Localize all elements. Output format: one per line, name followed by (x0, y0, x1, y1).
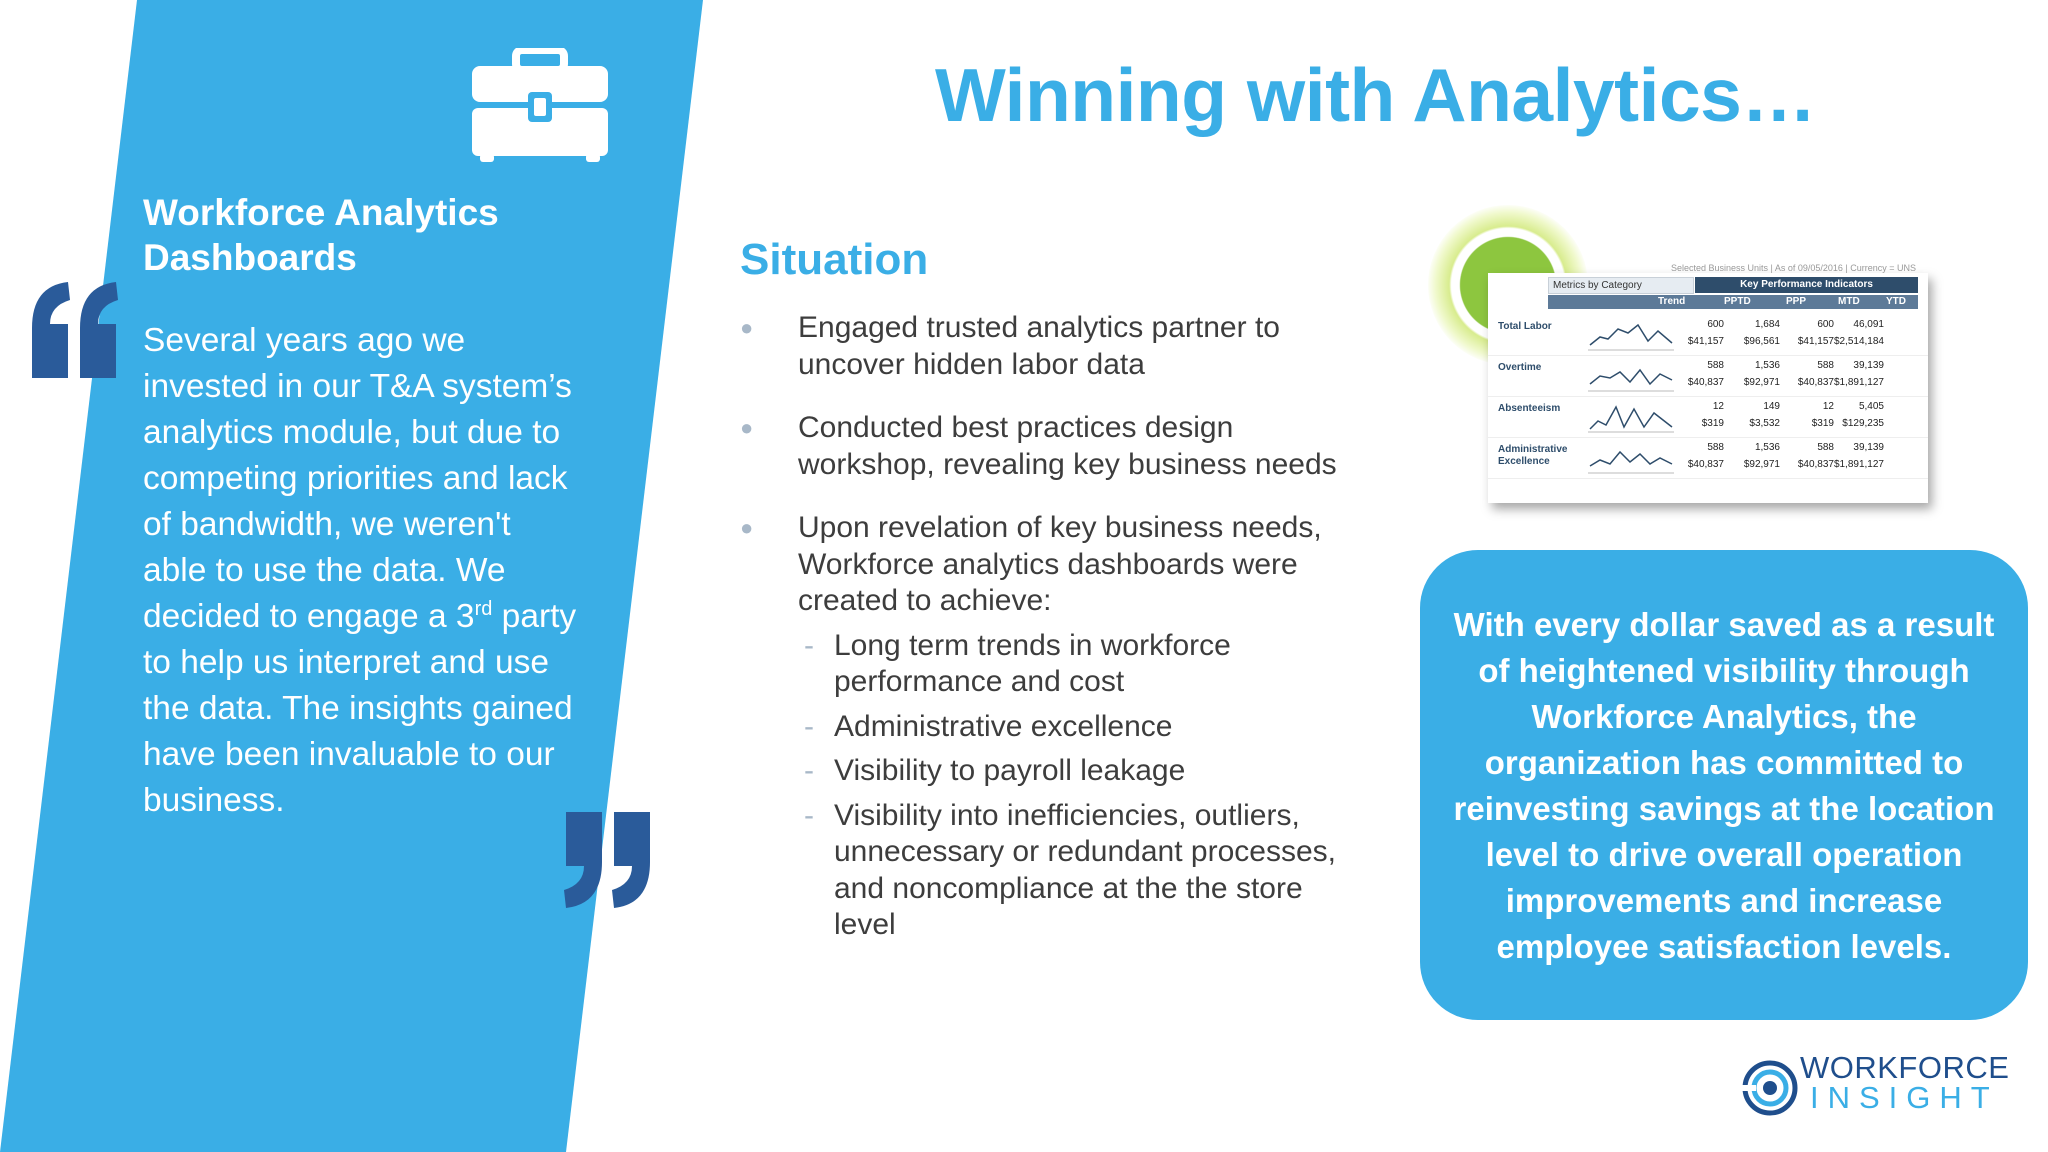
callout-text: With every dollar saved as a result of h… (1453, 606, 1995, 965)
cell-value: $40,837 (1797, 459, 1834, 470)
cell-value: $40,837 (1687, 459, 1724, 470)
cell-value: $1,891,127 (1833, 459, 1884, 470)
cell-value: 12 (1822, 401, 1834, 412)
open-quote-icon (32, 282, 118, 378)
cell-value: $41,157 (1797, 336, 1834, 347)
cell-value: 600 (1707, 319, 1724, 330)
situation-heading: Situation (740, 235, 929, 284)
list-item: ● Conducted best practices design worksho… (740, 410, 1340, 483)
cell-value: $40,837 (1687, 377, 1724, 388)
briefcase-icon (472, 48, 608, 162)
panel-heading: Workforce Analytics Dashboards (143, 192, 499, 278)
sub-list: -Long term trends in workforce performan… (798, 628, 1340, 944)
cell-value: 12 (1712, 401, 1724, 412)
dashboard-card: Selected Business Units | As of 09/05/20… (1488, 263, 1928, 503)
cell-value: 5,405 (1858, 401, 1884, 412)
sub-list-item: -Long term trends in workforce performan… (798, 628, 1340, 701)
quote-text-part2: party to help us interpret and use the d… (143, 598, 577, 819)
sparkline-icon (1588, 323, 1674, 351)
callout-box: With every dollar saved as a result of h… (1420, 550, 2028, 1020)
quote-text-part1: Several years ago we invested in our T&A… (143, 322, 572, 635)
dash-icon: - (804, 628, 814, 662)
quote-superscript: rd (474, 597, 493, 620)
dashboard-row: Overtime 588 1,536 588 39,139 $40,837 $92,971 $… (1488, 356, 1928, 397)
logo-line1: WORKFORCE (1800, 1050, 2010, 1085)
close-quote-icon (564, 812, 650, 908)
dashboard-image: Selected Business Units | As of 09/05/20… (1428, 205, 1948, 515)
sub-list-item: -Visibility to payroll leakage (798, 753, 1340, 790)
cell-value: $1,891,127 (1833, 377, 1884, 388)
cell-value: 1,684 (1754, 319, 1780, 330)
cell-value: 1,536 (1754, 442, 1780, 453)
bullet-text: Upon revelation of key business needs, W… (798, 511, 1322, 617)
cell-value: 588 (1817, 360, 1834, 371)
row-label: Absenteeism (1498, 403, 1561, 414)
cell-value: $2,514,184 (1833, 336, 1884, 347)
cell-value: 588 (1707, 442, 1724, 453)
cell-value: 39,139 (1853, 442, 1884, 453)
sparkline-icon (1588, 368, 1674, 392)
cell-value: $40,837 (1797, 377, 1834, 388)
sub-bullet-text: Long term trends in workforce performanc… (834, 628, 1231, 699)
metrics-dropdown: Metrics by Category (1548, 277, 1694, 294)
cell-value: $41,157 (1687, 336, 1724, 347)
cell-value: 588 (1817, 442, 1834, 453)
dashboard-row: Administrative Excellence 588 1,536 588 39,1… (1488, 438, 1928, 479)
dashboard-row: Absenteeism 12 149 12 5,405 $319 $3,532 $319 $12… (1488, 397, 1928, 438)
bullet-dot-icon: ● (740, 315, 754, 340)
cell-value: $96,561 (1743, 336, 1780, 347)
dashboard-row: Total Labor 600 1,684 600 46,091 $41,157 $96,5… (1488, 315, 1928, 356)
col-header: PPTD (1724, 296, 1751, 307)
row-label: Total Labor (1498, 321, 1552, 332)
row-label: Overtime (1498, 362, 1542, 373)
workforce-insight-logo: WORKFORCE INSIGHT (1742, 1052, 2012, 1116)
col-header: YTD (1886, 296, 1906, 307)
col-header: PPP (1786, 296, 1807, 307)
kpi-header: Key Performance Indicators (1695, 277, 1918, 293)
dashboard-header: Metrics by Category Key Performance Indi… (1548, 277, 1918, 294)
cell-value: 600 (1817, 319, 1834, 330)
situation-list: ● Engaged trusted analytics partner to un… (740, 310, 1340, 971)
dashboard-meta: Selected Business Units | As of 09/05/20… (1670, 263, 1916, 273)
cell-value: $92,971 (1743, 459, 1780, 470)
cell-value: 1,536 (1754, 360, 1780, 371)
dash-icon: - (804, 709, 814, 743)
cell-value: $92,971 (1743, 377, 1780, 388)
bullet-dot-icon: ● (740, 515, 754, 540)
cell-value: $319 (1811, 418, 1834, 429)
sparkline-icon (1588, 405, 1674, 433)
list-item: ● Upon revelation of key business needs, … (740, 510, 1340, 944)
bullet-dot-icon: ● (740, 415, 754, 440)
logo-line2: INSIGHT (1810, 1080, 1999, 1115)
sparkline-icon (1588, 450, 1674, 474)
cell-value: $129,235 (1842, 418, 1884, 429)
sub-bullet-text: Administrative excellence (834, 709, 1173, 743)
cell-value: 149 (1763, 401, 1780, 412)
col-header: Trend (1658, 296, 1686, 307)
cell-value: $319 (1701, 418, 1724, 429)
bullet-text: Engaged trusted analytics partner to unc… (798, 311, 1280, 381)
cell-value: 588 (1707, 360, 1724, 371)
target-logo-icon (1742, 1060, 1798, 1116)
row-label: Administrative Excellence (1498, 444, 1568, 467)
dash-icon: - (804, 754, 814, 787)
cell-value: $3,532 (1749, 418, 1780, 429)
sub-bullet-text: Visibility to payroll leakage (834, 754, 1186, 787)
cell-value: 39,139 (1853, 360, 1884, 371)
cell-value: 46,091 (1853, 319, 1884, 330)
bullet-text: Conducted best practices design workshop… (798, 411, 1337, 481)
sub-list-item: -Administrative excellence (798, 709, 1340, 746)
page-title: Winning with Analytics… (935, 53, 1816, 137)
dash-icon: - (804, 798, 814, 832)
testimonial-quote: Several years ago we invested in our T&A… (143, 318, 583, 824)
sub-bullet-text: Visibility into inefficiencies, outliers… (834, 798, 1336, 942)
col-header: MTD (1838, 296, 1860, 307)
list-item: ● Engaged trusted analytics partner to un… (740, 310, 1340, 383)
sub-list-item: -Visibility into inefficiencies, outlier… (798, 798, 1340, 944)
column-headers: Trend PPTD PPP MTD YTD (1548, 295, 1918, 309)
